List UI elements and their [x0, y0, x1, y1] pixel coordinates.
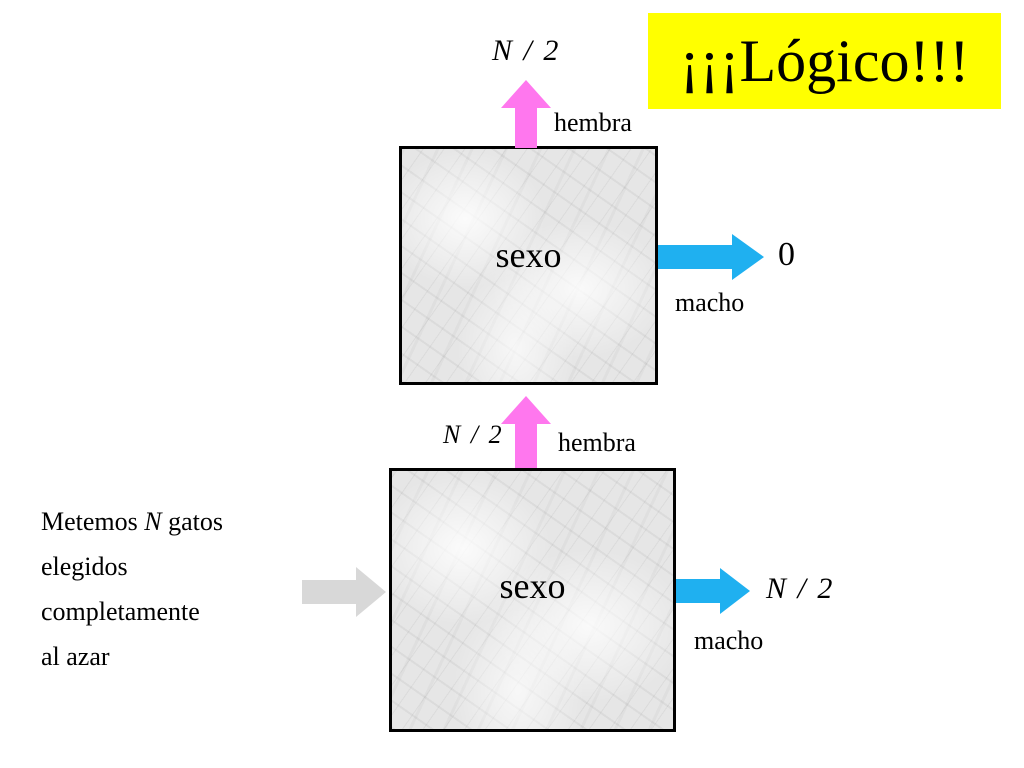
- intro-line-4: al azar: [41, 642, 110, 671]
- top-box-label: sexo: [495, 235, 562, 275]
- intro-line-1: Metemos N gatos: [41, 499, 223, 544]
- top-sex-box: sexo: [399, 146, 658, 385]
- intro-line-3: completamente: [41, 597, 200, 626]
- input-arrow-shape: [302, 567, 386, 617]
- banner-text: ¡¡¡Lógico!!!: [679, 28, 970, 94]
- bottom-out-up-value: N / 2: [443, 420, 504, 449]
- bottom-out-up-label: hembra: [558, 428, 636, 457]
- bottom-macho-arrow-shape: [676, 568, 750, 614]
- bottom-hembra-arrow: [501, 396, 551, 468]
- top-macho-arrow-shape: [658, 234, 764, 280]
- intro-variable-n: N: [144, 507, 162, 536]
- top-out-up-value: N / 2: [492, 34, 561, 67]
- top-hembra-arrow: [501, 80, 551, 148]
- intro-line-1-suffix: gatos: [161, 507, 223, 536]
- top-macho-arrow: [658, 234, 764, 280]
- input-arrow: [302, 567, 386, 617]
- top-out-right-label: macho: [675, 288, 745, 317]
- intro-line-1-prefix: Metemos: [41, 507, 145, 536]
- bottom-macho-arrow: [676, 568, 750, 614]
- intro-line-2: elegidos: [41, 552, 128, 581]
- top-out-up-label: hembra: [554, 108, 632, 137]
- bottom-box-label: sexo: [499, 566, 566, 606]
- bottom-hembra-arrow-shape: [501, 396, 551, 468]
- top-hembra-arrow-shape: [501, 80, 551, 148]
- top-out-right-value: 0: [778, 236, 795, 273]
- conclusion-banner: ¡¡¡Lógico!!!: [648, 13, 1001, 109]
- intro-text: Metemos N gatos elegidos completamente a…: [41, 499, 223, 679]
- bottom-out-right-value: N / 2: [766, 572, 835, 605]
- bottom-out-right-label: macho: [694, 626, 764, 655]
- bottom-sex-box: sexo: [389, 468, 676, 732]
